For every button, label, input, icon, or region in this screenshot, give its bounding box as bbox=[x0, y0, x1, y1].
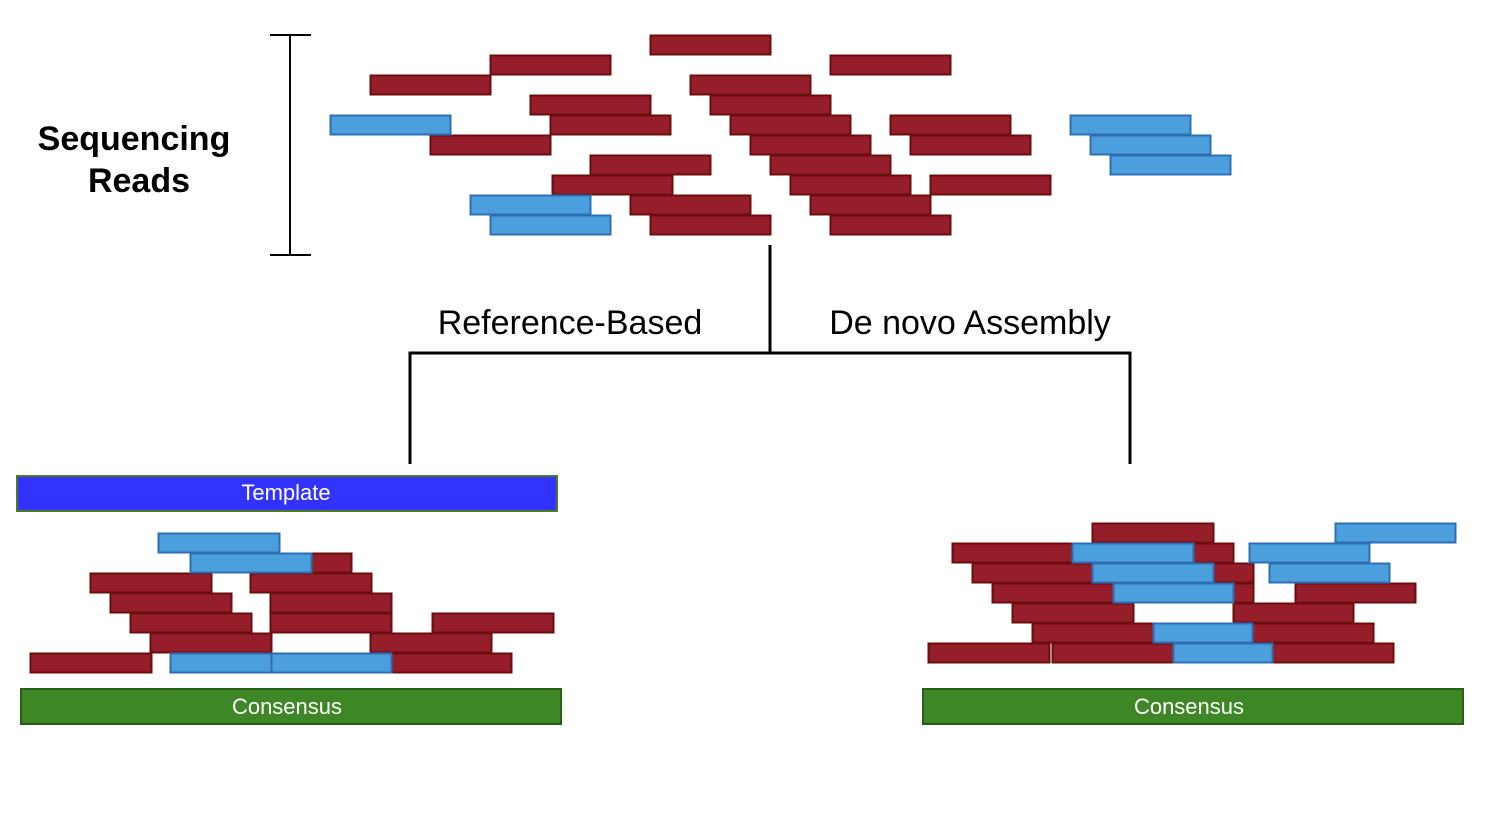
raw-read-red bbox=[909, 134, 1032, 156]
assembled-read-red bbox=[1294, 582, 1417, 604]
raw-read-red bbox=[829, 214, 952, 236]
consensus-bar-left: Consensus bbox=[20, 688, 562, 725]
consensus-bar-right: Consensus bbox=[922, 688, 1464, 725]
aligned-read-red bbox=[109, 592, 233, 614]
raw-read-red bbox=[789, 174, 912, 196]
assembled-read-red bbox=[1232, 602, 1355, 624]
aligned-read-red bbox=[269, 592, 393, 614]
reference-based-label: Reference-Based bbox=[438, 304, 703, 342]
sequencing-reads-label-line2: Reads bbox=[88, 162, 190, 200]
aligned-read-red bbox=[29, 652, 153, 674]
aligned-read-red bbox=[431, 612, 555, 634]
assembled-read-red bbox=[1051, 642, 1175, 664]
assembled-read-red bbox=[1251, 622, 1375, 644]
aligned-read-red bbox=[249, 572, 373, 594]
raw-read-red bbox=[549, 114, 672, 136]
assembled-read-blue bbox=[1334, 522, 1457, 544]
raw-read-red bbox=[429, 134, 552, 156]
aligned-read-red bbox=[269, 612, 393, 634]
raw-read-red bbox=[889, 114, 1012, 136]
reads-bracket bbox=[270, 34, 311, 256]
aligned-read-blue bbox=[189, 552, 313, 574]
aligned-read-red bbox=[89, 572, 213, 594]
raw-read-red bbox=[649, 34, 772, 56]
raw-read-blue bbox=[329, 114, 452, 136]
raw-read-blue bbox=[1109, 154, 1232, 176]
assembled-read-red bbox=[1091, 522, 1215, 544]
assembled-read-red bbox=[1011, 602, 1135, 624]
raw-read-red bbox=[551, 174, 674, 196]
raw-reads-cluster bbox=[329, 34, 1232, 236]
assembled-read-blue bbox=[1248, 542, 1371, 564]
de-novo-assembly-label: De novo Assembly bbox=[829, 304, 1111, 342]
assembled-read-blue bbox=[1071, 542, 1195, 564]
aligned-read-blue bbox=[157, 532, 281, 554]
aligned-read-red bbox=[390, 652, 513, 674]
raw-read-blue bbox=[469, 194, 592, 216]
template-bar: Template bbox=[16, 475, 558, 512]
raw-read-red bbox=[749, 134, 872, 156]
aligned-read-blue bbox=[270, 652, 393, 674]
assembled-read-red bbox=[927, 642, 1051, 664]
denovo-assembled-reads-cluster bbox=[927, 522, 1457, 664]
raw-read-red bbox=[809, 194, 932, 216]
branch-connector bbox=[408, 245, 1132, 464]
raw-read-red bbox=[649, 214, 772, 236]
raw-read-blue bbox=[1069, 114, 1192, 136]
assembled-read-blue bbox=[1172, 642, 1274, 664]
raw-read-red bbox=[729, 114, 852, 136]
sequencing-reads-label-line1: Sequencing bbox=[38, 120, 231, 158]
raw-read-red bbox=[529, 94, 652, 116]
consensus-label-left: Consensus bbox=[232, 694, 342, 719]
aligned-read-red bbox=[129, 612, 253, 634]
assembled-read-blue bbox=[1268, 562, 1391, 584]
assembled-read-blue bbox=[1112, 582, 1235, 604]
assembled-read-red bbox=[951, 542, 1075, 564]
reference-aligned-reads-cluster bbox=[29, 532, 555, 674]
raw-read-blue bbox=[489, 214, 612, 236]
aligned-read-red bbox=[369, 632, 493, 654]
assembled-read-red bbox=[971, 562, 1095, 584]
raw-read-red bbox=[769, 154, 892, 176]
raw-read-red bbox=[629, 194, 752, 216]
raw-read-red bbox=[929, 174, 1052, 196]
aligned-read-blue bbox=[169, 652, 273, 674]
consensus-label-right: Consensus bbox=[1134, 694, 1244, 719]
assembled-read-red bbox=[1031, 622, 1155, 644]
raw-read-red bbox=[589, 154, 712, 176]
raw-read-blue bbox=[1089, 134, 1212, 156]
assembled-read-blue bbox=[1091, 562, 1215, 584]
template-label: Template bbox=[241, 480, 330, 505]
assembled-read-red bbox=[991, 582, 1115, 604]
raw-read-red bbox=[829, 54, 952, 76]
assembled-read-blue bbox=[1152, 622, 1254, 644]
aligned-read-red bbox=[149, 632, 273, 654]
assembled-read-red bbox=[1271, 642, 1395, 664]
raw-read-red bbox=[689, 74, 812, 96]
raw-read-red bbox=[709, 94, 832, 116]
raw-read-red bbox=[369, 74, 492, 96]
raw-read-red bbox=[489, 54, 612, 76]
